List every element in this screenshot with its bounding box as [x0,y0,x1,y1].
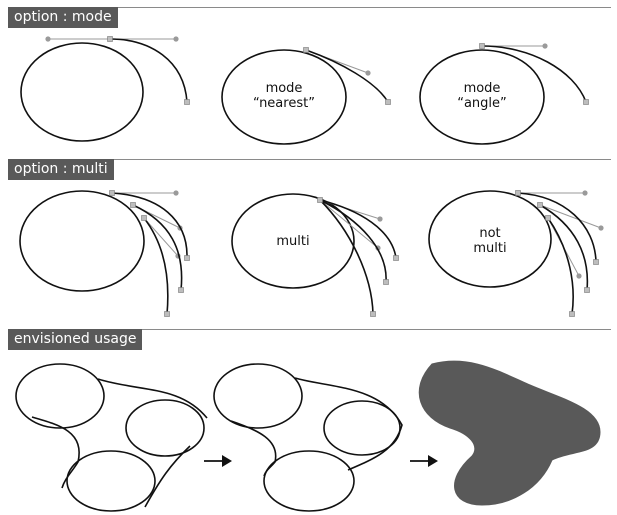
anchor-point [164,311,170,317]
curve-path [319,199,374,315]
handle-point [582,190,588,196]
mode-angle-line-1: mode [464,81,501,96]
multi-example-not-multi: not multi [428,190,604,317]
mode-nearest-line-2: “nearest” [253,96,315,111]
mode-example-nearest: mode “nearest” [221,47,391,145]
multi-label: multi [276,234,309,249]
anchor-point [515,190,521,196]
not-multi-line-1: not [479,226,500,241]
merged-blob [418,360,601,506]
multi-ellipse-plain [19,190,145,292]
curve-path [111,192,188,259]
mode-example-angle: mode “angle” [419,43,589,145]
usage-ellipse-bottom [263,450,355,512]
section-label-usage: envisioned usage [8,329,143,350]
multi-ellipse-multi [231,193,355,289]
handle-point [542,43,548,49]
arrow-head [428,455,438,467]
section-divider-multi [8,159,611,160]
anchor-point [537,202,543,208]
mode-ellipse-angle [419,49,545,145]
handle-line [539,204,602,229]
usage-step-2 [213,363,403,512]
section-label-multi: option : multi [8,159,114,180]
anchor-point [583,99,589,105]
curve-path [143,217,169,315]
mode-ellipse-nearest [221,49,347,145]
connector-curve [144,445,191,508]
section-divider-mode [8,7,611,8]
handle-point [45,36,51,42]
handle-line [319,199,379,249]
usage-ellipse-right [323,400,401,456]
anchor-point [178,287,184,293]
anchor-point [385,99,391,105]
curve-path [319,199,397,259]
mode-nearest-line-1: mode [266,81,303,96]
anchor-point [130,202,136,208]
usage-step-1 [15,363,208,512]
handle-point [365,70,371,76]
anchor-point [593,259,599,265]
arrow-head [222,455,232,467]
usage-step-3 [418,360,601,506]
section-divider-usage [8,329,611,330]
anchor-point [479,43,485,49]
multi-example-multi: multi [231,193,399,317]
connector-curve [230,420,277,477]
curve-path [305,49,389,103]
multi-example-plain [19,190,190,317]
mode-angle-line-2: “angle” [457,96,507,111]
curve-path [481,45,587,103]
anchor-point [569,311,575,317]
anchor-point [184,99,190,105]
usage-arrow-2 [410,455,438,467]
usage-ellipse-top [15,363,105,429]
usage-ellipse-top [213,363,303,429]
anchor-point [545,215,551,221]
anchor-point [141,215,147,221]
handle-point [173,190,179,196]
curve-path [109,38,188,103]
handle-point [377,216,383,222]
connector-curve [294,377,403,471]
mode-ellipse-plain [20,42,144,142]
curve-path [517,192,597,263]
anchor-point [184,255,190,261]
anchor-point [317,197,323,203]
curve-path [319,199,387,283]
connector-curve [31,416,80,489]
anchor-point [383,279,389,285]
usage-ellipse-right [125,399,205,457]
usage-ellipse-bottom [66,450,156,512]
anchor-point [303,47,309,53]
curve-path [547,217,574,315]
curve-path [132,204,183,291]
usage-arrow-1 [204,455,232,467]
connector-curve [97,378,208,419]
section-label-mode: option : mode [8,7,118,28]
anchor-point [584,287,590,293]
not-multi-line-2: multi [473,241,506,256]
handle-point [576,273,582,279]
handle-point [598,225,604,231]
anchor-point [393,255,399,261]
handle-line [143,217,179,257]
anchor-point [109,190,115,196]
anchor-point [370,311,376,317]
handle-point [173,36,179,42]
mode-example-plain [20,36,190,142]
anchor-point [107,36,113,42]
curve-path [539,204,589,291]
multi-ellipse-not-multi [428,190,552,288]
